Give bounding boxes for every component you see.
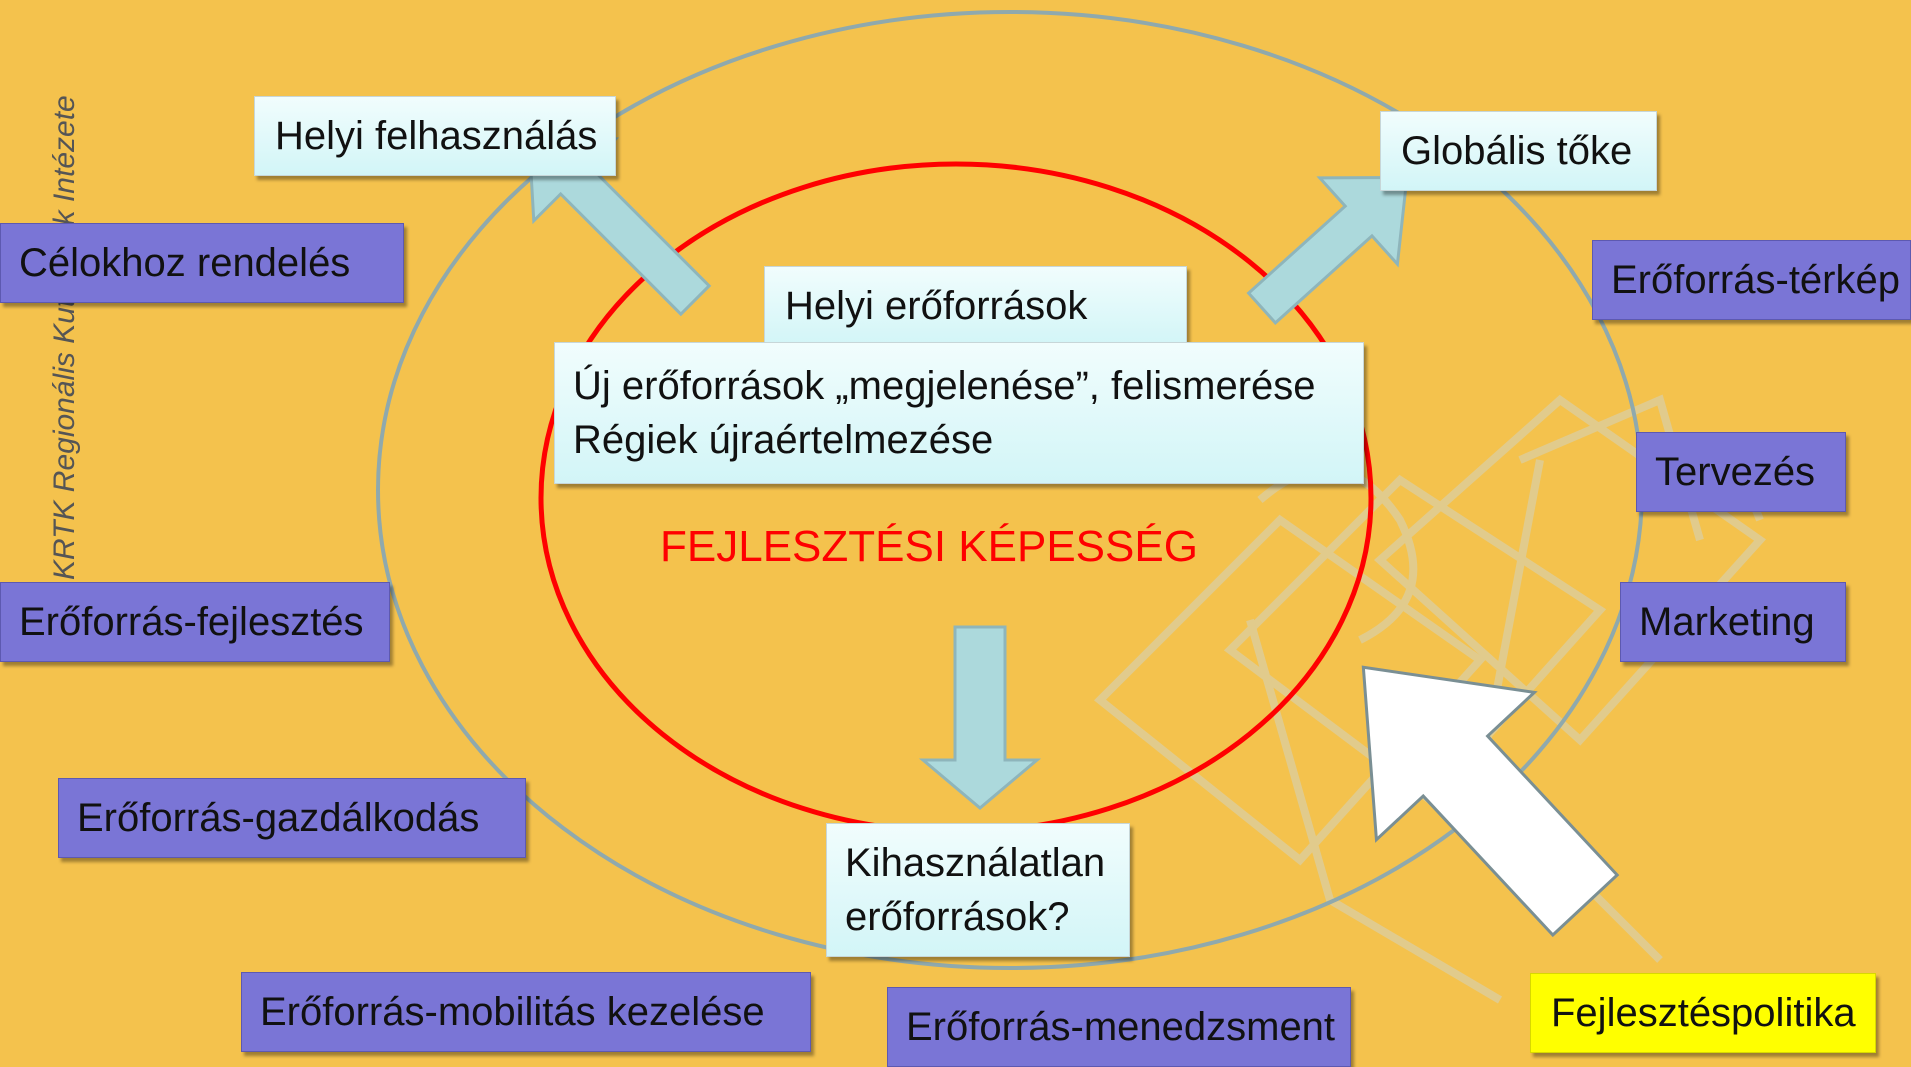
local-use-text: Helyi felhasználás [275,114,598,158]
global-capital-text: Globális tőke [1401,129,1633,173]
local-resources-text: Helyi erőforrások [785,284,1088,328]
mobility-management-box: Erőforrás-mobilitás kezelése [241,972,811,1052]
mobility-management-text: Erőforrás-mobilitás kezelése [260,990,765,1034]
planning-box: Tervezés [1636,432,1846,512]
arrow-down [918,625,1042,810]
arrow-up-right [1246,176,1409,325]
policy-arrow [1361,665,1620,938]
goal-assignment-text: Célokhoz rendelés [19,241,351,285]
resource-development-text: Erőforrás-fejlesztés [19,600,364,644]
marketing-box: Marketing [1620,582,1846,662]
institute-label: KRTK Regionális Kutatások Intézete [48,95,81,580]
resource-map-box: Erőforrás-térkép [1592,240,1911,320]
development-policy-box: Fejlesztéspolitika [1530,973,1876,1053]
unused-resources-box: Kihasználatlan erőforrások? [826,823,1130,957]
global-capital-box: Globális tőke [1380,111,1657,191]
new-resources-box: Új erőforrások „megjelenése”, felismerés… [554,342,1364,484]
local-resources-box: Helyi erőforrások [764,266,1187,346]
resource-economy-text: Erőforrás-gazdálkodás [77,796,480,840]
goal-assignment-box: Célokhoz rendelés [0,223,404,303]
unused-line2: erőforrások? [845,895,1070,939]
new-resources-line2: Régiek újraértelmezése [573,418,994,462]
resource-map-text: Erőforrás-térkép [1611,258,1900,302]
resource-development-box: Erőforrás-fejlesztés [0,582,390,662]
local-use-box: Helyi felhasználás [254,96,616,176]
resource-management-box: Erőforrás-menedzsment [887,987,1351,1067]
resource-economy-box: Erőforrás-gazdálkodás [58,778,526,858]
planning-text: Tervezés [1655,450,1816,494]
new-resources-line1: Új erőforrások „megjelenése”, felismerés… [573,364,1316,408]
marketing-text: Marketing [1639,600,1815,644]
unused-line1: Kihasználatlan [845,841,1106,885]
development-policy-text: Fejlesztéspolitika [1551,991,1856,1035]
development-capacity-label: FEJLESZTÉSI KÉPESSÉG [660,522,1198,571]
resource-management-text: Erőforrás-menedzsment [906,1005,1336,1049]
